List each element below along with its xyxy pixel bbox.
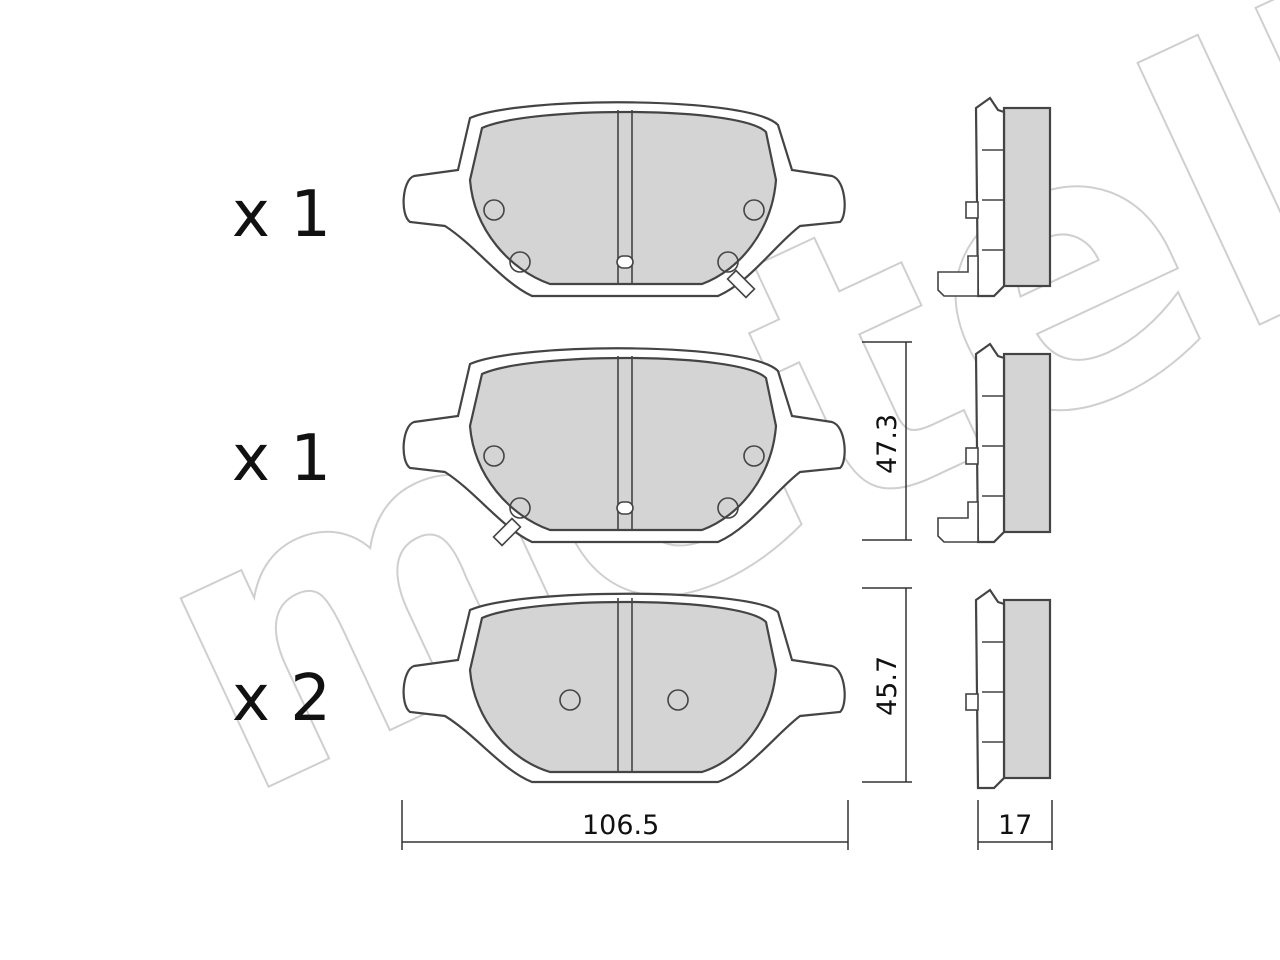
dimension-height-top: 47.3: [862, 341, 912, 541]
dimension-thickness: 17: [977, 800, 1053, 850]
brake-pad-front-view-2: [402, 347, 846, 547]
brake-pad-front-view-3: [402, 592, 846, 784]
quantity-label-1: x 1: [232, 178, 331, 252]
dimension-thickness-label: 17: [998, 810, 1032, 841]
dimension-width: 106.5: [401, 800, 849, 850]
dimension-width-label: 106.5: [582, 810, 659, 841]
quantity-label-2: x 1: [232, 422, 331, 496]
brake-pad-front-view-1: [402, 101, 846, 299]
quantity-label-3: x 2: [232, 662, 331, 736]
dimension-height-top-label: 47.3: [872, 414, 903, 474]
dimension-height-bottom: 45.7: [862, 587, 912, 783]
brake-pad-side-view-3: [964, 588, 1052, 790]
dimension-height-bottom-label: 45.7: [872, 656, 903, 716]
